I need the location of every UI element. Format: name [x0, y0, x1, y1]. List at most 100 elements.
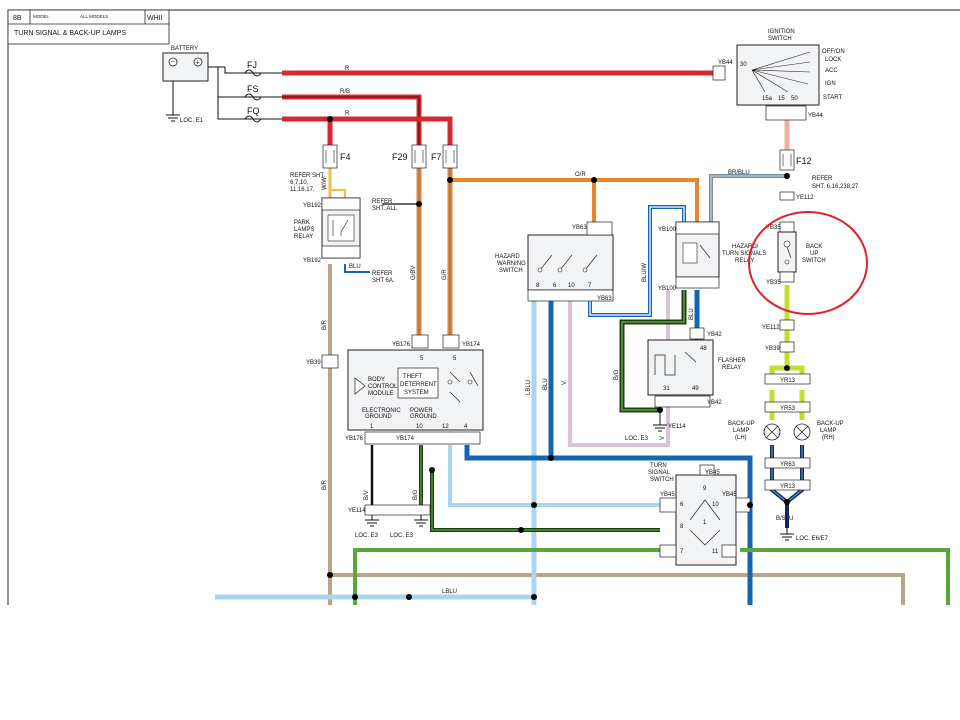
wire-green [353, 548, 660, 605]
fuse-f12: F12 [779, 149, 812, 171]
svg-text:REFER: REFER [372, 271, 393, 277]
fuse-f4: F4 [322, 144, 351, 169]
svg-text:G/R: G/R [442, 269, 448, 280]
fusible-link-fj: FJ [232, 60, 282, 77]
svg-text:YB39: YB39 [306, 360, 321, 366]
svg-text:LOC. E3: LOC. E3 [390, 533, 414, 539]
model-value: ALL MODELS [80, 14, 108, 19]
svg-text:SHT. ALL: SHT. ALL [372, 206, 398, 212]
svg-text:REFER: REFER [372, 199, 393, 205]
svg-text:HAZARD/: HAZARD/ [732, 244, 759, 250]
svg-text:YR53: YR53 [780, 406, 796, 412]
park-lamps-relay: YB192 YB192 PARK LAMPS RELAY REFER SHT. … [290, 173, 398, 284]
wire-bg-turn [430, 470, 660, 532]
svg-text:IGNITION: IGNITION [768, 29, 795, 35]
svg-text:BLU: BLU [689, 308, 695, 320]
svg-text:11,16,17.: 11,16,17. [290, 187, 315, 193]
battery [162, 52, 209, 82]
svg-text:11: 11 [712, 549, 719, 555]
svg-text:FJ: FJ [247, 60, 257, 70]
svg-text:G/BV: G/BV [411, 266, 417, 280]
svg-text:12: 12 [442, 424, 449, 430]
wire-lblu-bcm [448, 445, 660, 507]
svg-text:SHT 6A.: SHT 6A. [372, 278, 395, 284]
hazard-turn-relay: YB100 YB100 HAZARD/ TURN SIGNALS RELAY [658, 221, 766, 292]
fuse-f29: F29 [392, 144, 427, 169]
svg-text:YB35: YB35 [766, 280, 781, 286]
svg-text:SWITCH: SWITCH [768, 36, 792, 42]
svg-text:8: 8 [536, 283, 540, 289]
battery-loc: LOC. E1 [180, 118, 204, 124]
svg-text:BLU: BLU [543, 378, 549, 390]
svg-text:TURN: TURN [650, 463, 667, 469]
svg-text:+: + [196, 60, 200, 67]
svg-text:31: 31 [663, 386, 670, 392]
highlight-circle [748, 211, 868, 315]
svg-text:GROUND: GROUND [365, 414, 392, 420]
wire-label-r2: R [345, 111, 350, 117]
svg-text:YB176: YB176 [345, 436, 364, 442]
svg-text:BLU/W: BLU/W [642, 263, 648, 282]
svg-text:YB192: YB192 [303, 258, 322, 264]
wire-label-lblu-bottom: LBLU [442, 589, 457, 595]
wire-blu [548, 300, 753, 605]
wire-r-fq [282, 116, 453, 145]
fusible-link-fq: FQ [232, 106, 282, 123]
back-up-switch: YB35 YB35 BACK UP SWITCH YE112 REFER SHT… [766, 176, 859, 286]
svg-text:BACK-UP: BACK-UP [728, 421, 755, 427]
svg-text:SWITCH: SWITCH [499, 268, 523, 274]
svg-text:BODY: BODY [368, 377, 385, 383]
svg-text:YE114: YE114 [348, 508, 366, 514]
wire-blu-bcm [464, 445, 551, 461]
svg-text:RELAY: RELAY [735, 258, 754, 264]
svg-text:YE114: YE114 [668, 424, 686, 430]
turn-signal-switch: YB45 YB45 YB45 TURN SIGNAL SWITCH 9 10 8… [648, 463, 751, 566]
wire-ww-ref [330, 189, 346, 198]
svg-text:50: 50 [791, 96, 798, 102]
svg-text:F7: F7 [431, 152, 442, 162]
svg-text:SYSTEM: SYSTEM [404, 390, 429, 396]
svg-text:7: 7 [588, 283, 592, 289]
svg-text:YB45: YB45 [705, 470, 720, 476]
svg-text:B/SLU: B/SLU [776, 516, 793, 522]
svg-text:OFF/ON: OFF/ON [822, 49, 845, 55]
svg-text:FLASHER: FLASHER [718, 358, 746, 364]
svg-text:BACK-UP: BACK-UP [817, 421, 844, 427]
svg-text:UP: UP [810, 251, 818, 257]
svg-text:LOCK: LOCK [825, 57, 841, 63]
wire-green-right [740, 548, 950, 605]
battery-label: BATTERY [171, 46, 198, 52]
svg-text:−: − [171, 59, 175, 66]
svg-text:POWER: POWER [410, 408, 433, 414]
svg-text:REFER SHT.: REFER SHT. [290, 173, 325, 179]
svg-text:1: 1 [370, 424, 374, 430]
svg-text:9: 9 [703, 486, 707, 492]
section-code: WHII [147, 15, 163, 22]
svg-text:YB44: YB44 [718, 60, 733, 66]
battery-group: − + BATTERY LOC. E1 FJ FS FQ [162, 46, 282, 124]
svg-text:GROUND: GROUND [410, 414, 437, 420]
svg-text:FQ: FQ [247, 106, 260, 116]
svg-text:49: 49 [692, 386, 699, 392]
svg-text:48: 48 [700, 346, 707, 352]
svg-text:YB192: YB192 [303, 203, 322, 209]
svg-text:YB42: YB42 [707, 400, 722, 406]
page-title: TURN SIGNAL & BACK-UP LAMPS [14, 30, 126, 37]
model-label: MODEL [33, 14, 50, 19]
back-up-lamps: YE112 YB39 YR13 YR53 BACK-UP LAMP (LH) B… [728, 319, 844, 542]
svg-text:V: V [660, 436, 666, 440]
svg-text:B/G: B/G [413, 489, 419, 500]
svg-text:YB176: YB176 [392, 342, 411, 348]
svg-text:YB100: YB100 [658, 227, 677, 233]
wire-rb-core [282, 96, 420, 145]
svg-text:8: 8 [680, 524, 684, 530]
ignition-switch: IGNITION SWITCH 30 15a 15 50 OFF/ON LOCK… [712, 29, 845, 121]
svg-text:BLU: BLU [349, 264, 361, 270]
svg-text:YR13: YR13 [780, 484, 796, 490]
svg-text:FS: FS [247, 84, 259, 94]
svg-text:LAMP: LAMP [820, 428, 836, 434]
svg-text:4: 4 [464, 424, 468, 430]
hazard-warning-switch: YB63 YB63 HAZARD WARNING SWITCH 8 6 10 7 [495, 221, 614, 302]
yb39-connector [321, 354, 339, 369]
svg-text:B/R: B/R [322, 319, 328, 330]
